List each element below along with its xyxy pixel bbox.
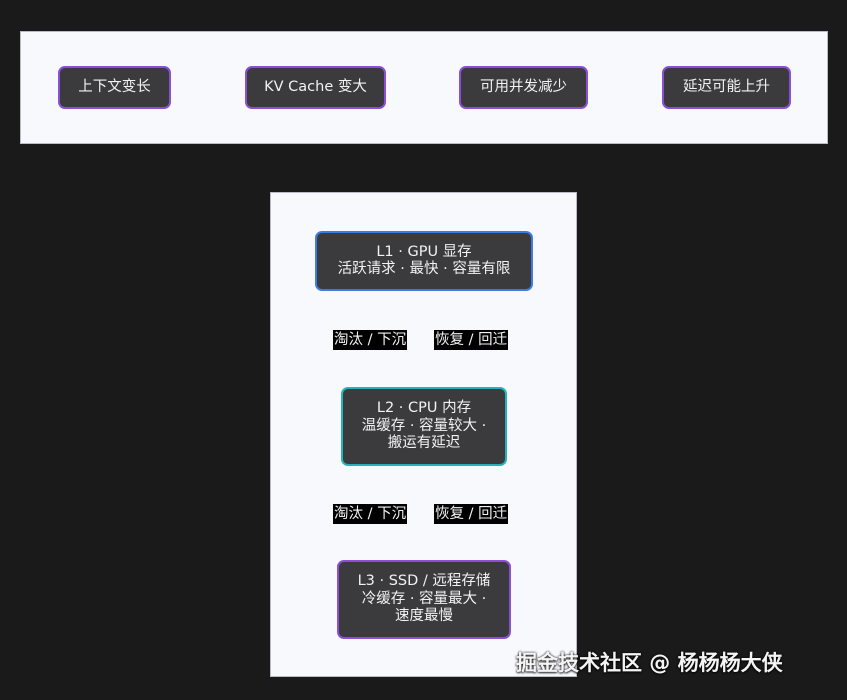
flow-step-context-length: 上下文变长 — [58, 66, 171, 109]
tier-title: L2 · CPU 内存 — [376, 400, 472, 417]
tier-title: L1 · GPU 显存 — [376, 243, 472, 260]
edge-label-restore-l2-to-l1: 恢复 / 回迁 — [434, 330, 509, 350]
edge-label-evict-l2-to-l3: 淘汰 / 下沉 — [333, 504, 408, 524]
tier-l2-cpu-memory: L2 · CPU 内存 温缓存 · 容量较大 · 搬运有延迟 — [341, 387, 507, 466]
edge-label-evict-l1-to-l2: 淘汰 / 下沉 — [333, 330, 408, 350]
flow-step-label: KV Cache 变大 — [264, 78, 367, 95]
flow-step-label: 延迟可能上升 — [683, 78, 770, 95]
flow-step-label: 可用并发减少 — [480, 78, 567, 95]
context-growth-flow-panel: 上下文变长 KV Cache 变大 可用并发减少 延迟可能上升 — [20, 31, 828, 144]
edge-label-restore-l3-to-l2: 恢复 / 回迁 — [434, 504, 509, 524]
tier-l3-ssd-remote-storage: L3 · SSD / 远程存储 冷缓存 · 容量最大 · 速度最慢 — [337, 560, 511, 639]
flow-step-concurrency: 可用并发减少 — [459, 66, 588, 109]
tier-description: 活跃请求 · 最快 · 容量有限 — [337, 261, 511, 277]
flow-step-latency: 延迟可能上升 — [662, 66, 791, 109]
flow-step-label: 上下文变长 — [78, 78, 151, 95]
watermark: 掘金技术社区 @ 杨杨杨大侠 — [516, 651, 783, 675]
tier-description: 速度最慢 — [395, 608, 453, 625]
tier-description: 冷缓存 · 容量最大 · — [361, 590, 487, 607]
tier-title: L3 · SSD / 远程存储 — [357, 573, 491, 590]
cache-tier-panel: L1 · GPU 显存 活跃请求 · 最快 · 容量有限 淘汰 / 下沉 恢复 … — [270, 192, 577, 677]
tier-description: 温缓存 · 容量较大 · — [361, 417, 487, 434]
tier-description: 搬运有延迟 — [387, 435, 461, 452]
flow-step-kv-cache-size: KV Cache 变大 — [245, 66, 386, 109]
tier-l1-gpu-memory: L1 · GPU 显存 活跃请求 · 最快 · 容量有限 — [315, 231, 533, 291]
